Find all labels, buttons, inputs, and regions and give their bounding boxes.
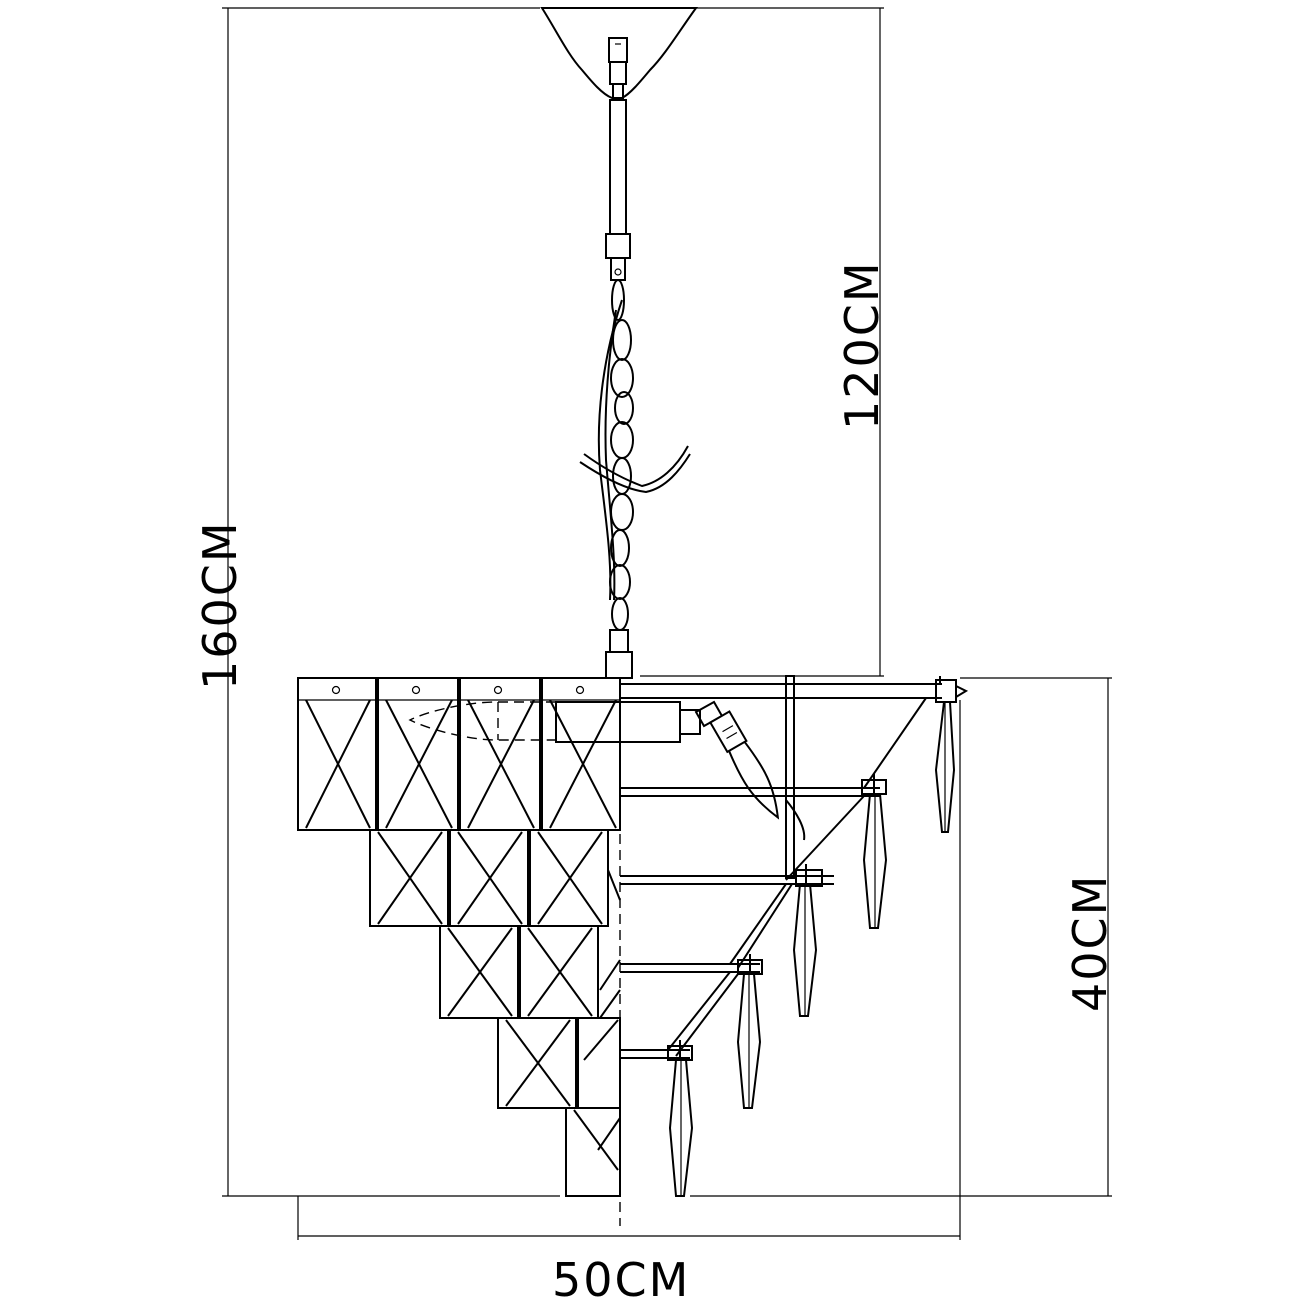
ceiling-canopy [540,7,698,101]
dimension-width: 50CM [297,700,961,1300]
dimension-body-height: 40CM [690,677,1117,1197]
label-chain-length: 120CM [835,260,889,430]
prism-5 [668,1040,694,1197]
dimension-total-height: 160CM [193,7,884,1197]
label-width: 50CM [552,1253,690,1300]
label-body-height: 40CM [1063,874,1117,1012]
label-total-height: 160CM [193,520,247,690]
prism-4 [736,954,762,1109]
crystal-panels [297,677,621,1197]
dimension-chain-length: 120CM [640,8,889,677]
panel-row-1 [297,677,621,831]
prism-1 [934,701,956,833]
panel-row-2 [369,829,621,927]
panel-row-4 [497,1017,621,1109]
crystal-prisms [668,701,956,1197]
suspension-rod [605,99,631,281]
chandelier-frame [620,675,969,1061]
suspension-chain [579,279,691,679]
prism-2 [862,774,888,929]
prism-3 [792,864,818,1017]
panel-row-3 [439,925,621,1019]
candle-bulb [408,700,724,743]
panel-row-5 [565,1107,621,1197]
